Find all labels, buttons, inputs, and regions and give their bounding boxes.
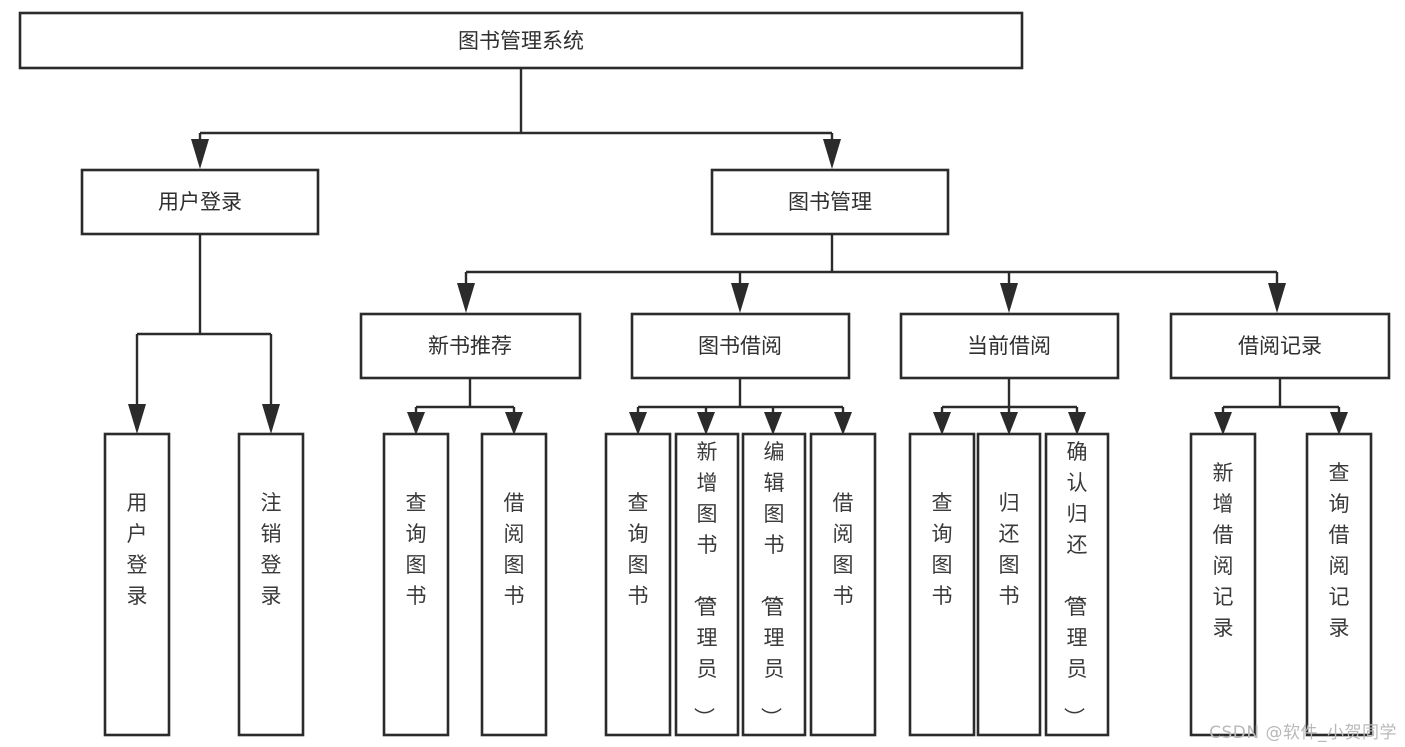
leaf-query-book-1-box[interactable] <box>382 432 450 737</box>
leaf-query-borrow-record-box[interactable] <box>1305 432 1373 737</box>
node-root-label: 图书管理系统 <box>458 29 584 53</box>
node-book-borrow-box[interactable] <box>630 312 851 380</box>
edge-group-bookmanage-to-level3 <box>457 234 1286 313</box>
leaf-query-book-3-box[interactable] <box>908 432 976 737</box>
node-book-borrow[interactable]: 图书借阅 <box>630 312 851 380</box>
arrow-head-leaf-add-book <box>697 412 715 435</box>
arrow-head-book-borrow <box>731 283 749 313</box>
node-root[interactable]: 图书管理系统 <box>18 11 1024 70</box>
edge-group-userlogin-to-leaves <box>128 234 280 434</box>
leaf-edit-book-box[interactable] <box>741 432 807 737</box>
node-current-borrow[interactable]: 当前借阅 <box>899 312 1120 380</box>
leaf-borrow-book-2-box[interactable] <box>809 432 877 737</box>
edge-group-bookborrow-to-leaves <box>629 378 852 435</box>
arrow-head-borrow-record <box>1268 283 1286 313</box>
node-book-manage[interactable]: 图书管理 <box>710 168 950 236</box>
node-book-manage-box[interactable] <box>710 168 950 236</box>
arrow-head-leaf-logout-login <box>262 404 280 434</box>
node-new-book-recommend-box[interactable] <box>359 312 582 380</box>
leaf-node-return-book[interactable]: 归还图书 <box>976 432 1042 737</box>
leaf-node-borrow-book-1[interactable]: 借阅图书 <box>480 432 548 737</box>
leaf-logout-login-label: 注销登录 <box>261 491 282 608</box>
node-user-login-box[interactable] <box>80 168 320 236</box>
node-root-box[interactable] <box>18 11 1024 70</box>
arrow-head-leaf-edit-book <box>764 412 782 435</box>
node-user-login-label: 用户登录 <box>158 190 242 214</box>
leaf-borrow-book-1-label: 借阅图书 <box>504 491 525 608</box>
leaf-node-user-login[interactable]: 用户登录 <box>103 432 171 737</box>
arrow-head-leaf-confirm-return <box>1068 412 1086 435</box>
leaf-node-edit-book[interactable]: 编辑图书（管理员） <box>741 432 807 737</box>
leaf-query-book-1-label: 查询图书 <box>406 491 427 608</box>
leaf-return-book-label: 归还图书 <box>999 491 1020 608</box>
leaf-node-query-book-1[interactable]: 查询图书 <box>382 432 450 737</box>
edge-group-newbook-to-leaves <box>407 378 523 435</box>
leaf-confirm-return-box[interactable] <box>1044 432 1110 737</box>
leaf-logout-login-box[interactable] <box>237 432 305 737</box>
leaf-add-book-box[interactable] <box>674 432 740 737</box>
leaf-edit-book-label: 编辑图书（管理员） <box>759 440 785 728</box>
arrow-head-leaf-borrow-book-1 <box>505 412 523 435</box>
leaf-query-borrow-record-label: 查询借阅记录 <box>1329 461 1350 640</box>
arrow-head-leaf-return-book <box>1000 412 1018 435</box>
leaf-node-confirm-return[interactable]: 确认归还（管理员） <box>1044 432 1110 737</box>
node-borrow-record-label: 借阅记录 <box>1238 334 1322 358</box>
arrow-head-user-login <box>191 139 209 169</box>
node-book-manage-label: 图书管理 <box>788 190 872 214</box>
leaf-node-add-book[interactable]: 新增图书（管理员） <box>674 432 740 737</box>
arrow-head-leaf-add-borrow-record <box>1214 412 1232 435</box>
node-user-login[interactable]: 用户登录 <box>80 168 320 236</box>
leaf-add-borrow-record-label: 新增借阅记录 <box>1213 461 1234 640</box>
node-current-borrow-label: 当前借阅 <box>967 334 1051 358</box>
leaf-query-book-2-label: 查询图书 <box>628 491 649 608</box>
leaf-query-book-2-box[interactable] <box>604 432 672 737</box>
node-new-book-recommend-label: 新书推荐 <box>428 334 512 358</box>
arrow-head-leaf-query-borrow-record <box>1330 412 1348 435</box>
arrow-head-book-manage <box>823 139 841 169</box>
leaf-query-book-3-label: 查询图书 <box>932 491 953 608</box>
leaf-node-borrow-book-2[interactable]: 借阅图书 <box>809 432 877 737</box>
arrow-head-leaf-query-book-2 <box>629 412 647 435</box>
edge-group-borrowrecord-to-leaves <box>1214 378 1348 435</box>
leaf-node-add-borrow-record[interactable]: 新增借阅记录 <box>1189 432 1257 737</box>
leaf-node-query-book-2[interactable]: 查询图书 <box>604 432 672 737</box>
node-borrow-record[interactable]: 借阅记录 <box>1169 312 1391 380</box>
leaf-borrow-book-2-label: 借阅图书 <box>833 491 854 608</box>
arrow-head-current-borrow <box>1000 283 1018 313</box>
leaf-confirm-return-label: 确认归还（管理员） <box>1062 440 1088 728</box>
leaf-return-book-box[interactable] <box>976 432 1042 737</box>
edge-group-currentborrow-to-leaves <box>933 378 1086 435</box>
leaf-node-query-book-3[interactable]: 查询图书 <box>908 432 976 737</box>
arrow-head-leaf-query-book-3 <box>933 412 951 435</box>
arrow-head-new-book-recommend <box>457 283 475 313</box>
leaf-add-borrow-record-box[interactable] <box>1189 432 1257 737</box>
node-borrow-record-box[interactable] <box>1169 312 1391 380</box>
node-book-borrow-label: 图书借阅 <box>698 334 782 358</box>
leaf-borrow-book-1-box[interactable] <box>480 432 548 737</box>
arrow-head-leaf-borrow-book-2 <box>834 412 852 435</box>
arrow-head-leaf-user-login <box>128 404 146 434</box>
leaf-user-login-box[interactable] <box>103 432 171 737</box>
node-new-book-recommend[interactable]: 新书推荐 <box>359 312 582 380</box>
leaf-node-query-borrow-record[interactable]: 查询借阅记录 <box>1305 432 1373 737</box>
leaf-user-login-label: 用户登录 <box>127 491 148 608</box>
node-current-borrow-box[interactable] <box>899 312 1120 380</box>
leaf-add-book-label: 新增图书（管理员） <box>692 440 718 728</box>
csdn-watermark: CSDN @软件_小贺同学 <box>1209 723 1397 743</box>
edge-group-root-to-level2 <box>191 69 841 169</box>
leaf-node-logout-login[interactable]: 注销登录 <box>237 432 305 737</box>
arrow-head-leaf-query-book-1 <box>407 412 425 435</box>
